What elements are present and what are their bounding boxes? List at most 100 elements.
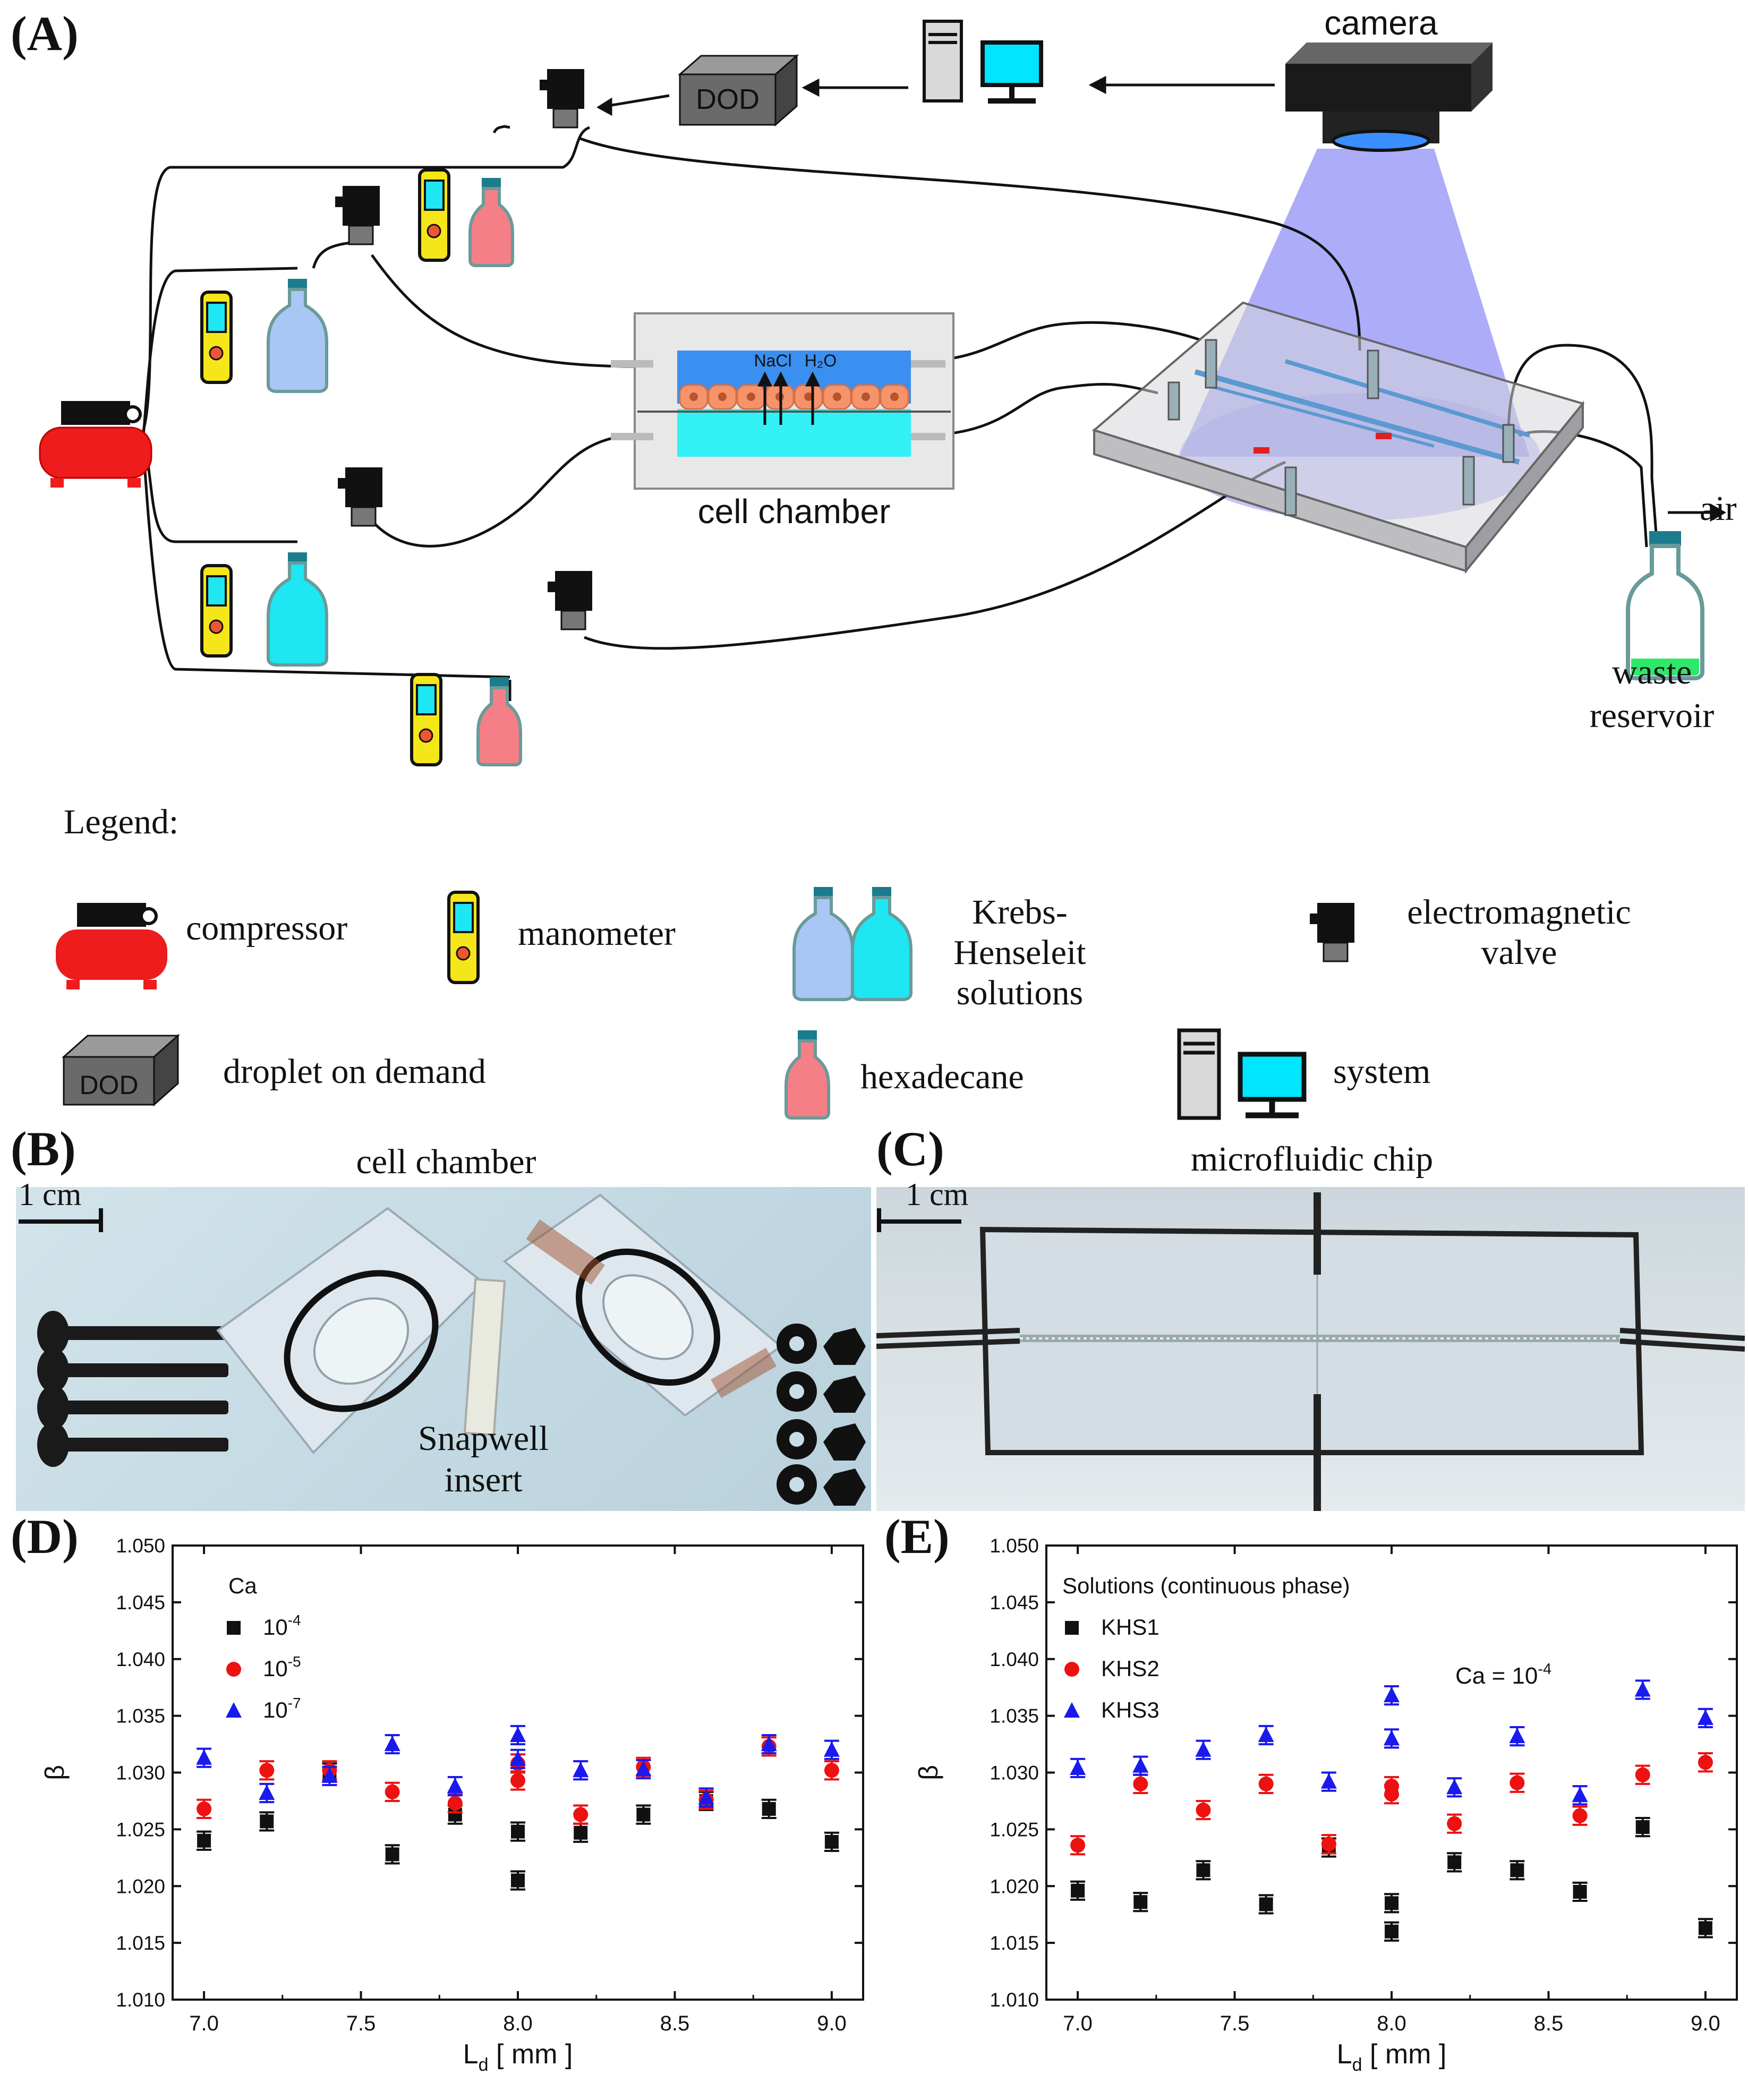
data-point	[1447, 1816, 1462, 1831]
data-point	[1258, 1776, 1274, 1791]
data-point	[1635, 1767, 1650, 1782]
data-point	[510, 1726, 526, 1742]
data-point	[510, 1750, 526, 1766]
x-tick-label: 8.0	[503, 2012, 533, 2035]
legend-marker	[227, 1621, 241, 1635]
camera-label: camera	[1324, 4, 1438, 42]
data-point	[761, 1736, 777, 1752]
x-tick-label: 9.0	[1691, 2012, 1720, 2035]
data-point	[384, 1736, 400, 1752]
x-tick-label: 7.0	[1063, 2012, 1093, 2035]
data-point	[573, 1762, 589, 1778]
y-tick-label: 1.010	[990, 1989, 1039, 2011]
cell-chamber-photo	[16, 1187, 871, 1511]
data-point	[762, 1802, 776, 1816]
legend-entry: 10-4	[263, 1612, 301, 1640]
y-axis-label: β	[40, 1765, 70, 1780]
y-tick-label: 1.045	[990, 1592, 1039, 1614]
y-tick-label: 1.020	[990, 1875, 1039, 1897]
snapwell-line2: insert	[444, 1461, 523, 1499]
y-tick-label: 1.010	[116, 1989, 165, 2011]
data-point	[511, 1873, 525, 1888]
x-tick-label: 8.5	[660, 2012, 690, 2035]
data-point	[1509, 1728, 1525, 1744]
legend-entry: KHS3	[1101, 1697, 1159, 1722]
legend-compressor: compressor	[186, 909, 348, 947]
panel-label-e: (E)	[884, 1509, 950, 1564]
x-axis-label: Ld [ mm ]	[463, 2039, 573, 2075]
legend-valve-icon	[1310, 903, 1354, 962]
data-point	[321, 1767, 338, 1783]
legend-compressor-icon	[56, 903, 167, 989]
data-point	[1384, 1687, 1400, 1703]
legend-krebs-line2: solutions	[956, 974, 1084, 1012]
waste-label-line1: waste	[1611, 653, 1692, 692]
y-tick-label: 1.020	[116, 1875, 165, 1897]
data-point	[1385, 1896, 1399, 1910]
panel-label-a: (A)	[11, 6, 79, 61]
x-tick-label: 7.5	[346, 2012, 376, 2035]
panel-label-b: (B)	[11, 1122, 76, 1176]
y-tick-label: 1.035	[116, 1705, 165, 1727]
data-point	[1510, 1775, 1525, 1790]
bottle-icons	[267, 178, 522, 766]
legend-icons: DOD	[56, 887, 1354, 1120]
legend-marker	[1064, 1702, 1080, 1718]
legend-dod-box-label: DOD	[79, 1070, 138, 1100]
y-tick-label: 1.030	[116, 1762, 165, 1784]
data-point	[636, 1807, 651, 1822]
y-tick-label: 1.040	[116, 1649, 165, 1670]
legend-valve-line2: valve	[1481, 933, 1557, 972]
legend-title: Legend:	[64, 803, 179, 841]
data-point	[824, 1834, 839, 1849]
legend-valve: electromagnetic valve	[1370, 892, 1668, 973]
dod-box	[678, 54, 799, 127]
computer-icon	[923, 20, 1043, 104]
x-tick-label: 7.5	[1220, 2012, 1250, 2035]
data-point	[1384, 1779, 1399, 1794]
legend-system: system	[1333, 1052, 1431, 1091]
data-point	[1133, 1895, 1148, 1909]
data-point	[574, 1825, 588, 1840]
legend-krebs-line1: Krebs-Henseleit	[953, 893, 1086, 972]
data-point	[259, 1784, 275, 1800]
data-point	[197, 1801, 212, 1816]
data-point	[196, 1749, 212, 1765]
data-point	[635, 1761, 652, 1777]
data-point	[1573, 1884, 1587, 1899]
data-point	[1320, 1773, 1337, 1789]
legend-entry: KHS2	[1101, 1656, 1159, 1681]
dod-box-label: DOD	[696, 83, 760, 115]
legend-marker	[1064, 1662, 1079, 1677]
legend-entry: KHS1	[1101, 1615, 1159, 1640]
legend-hexadecane-icon	[785, 1030, 830, 1120]
valve-icons	[335, 69, 592, 630]
y-axis-label: β	[914, 1765, 943, 1780]
data-point	[1698, 1921, 1712, 1935]
x-tick-label: 8.0	[1377, 2012, 1406, 2035]
data-point	[1446, 1779, 1463, 1795]
ca-annotation: Ca = 10-4	[1455, 1661, 1551, 1689]
data-point	[823, 1741, 840, 1757]
data-point	[698, 1789, 714, 1805]
waste-label: waste reservoir	[1562, 651, 1742, 738]
data-point	[385, 1847, 399, 1862]
data-point	[1384, 1730, 1400, 1746]
x-tick-label: 8.5	[1534, 2012, 1564, 2035]
legend-entry: 10-7	[263, 1695, 301, 1722]
data-point	[1195, 1741, 1212, 1757]
nacl-label: NaCl	[754, 351, 791, 370]
data-point	[1321, 1837, 1336, 1852]
setup-schematic: DOD camera	[39, 4, 1727, 766]
snapwell-insert-label: Snapwell insert	[382, 1418, 584, 1501]
data-point	[1133, 1776, 1148, 1791]
panel-c-scale-label: 1 cm	[906, 1177, 969, 1212]
data-point	[510, 1773, 525, 1788]
y-tick-label: 1.050	[116, 1535, 165, 1557]
legend-manometer-icon	[447, 891, 480, 984]
legend-system-icon	[1177, 1028, 1307, 1120]
data-point	[1070, 1838, 1086, 1853]
data-point	[1385, 1924, 1399, 1939]
